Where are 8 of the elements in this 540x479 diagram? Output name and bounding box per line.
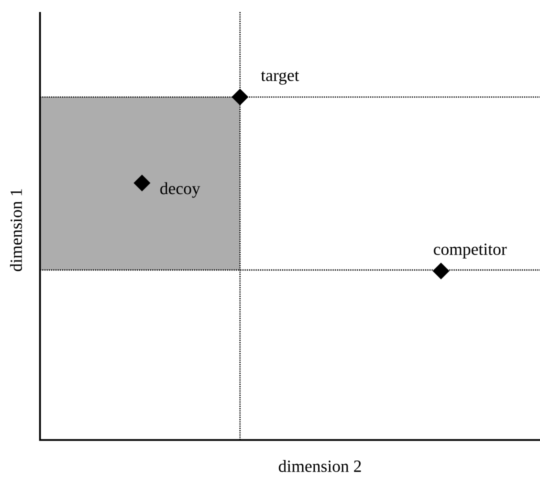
axis-label: dimension 2: [278, 460, 361, 472]
point-label: target: [260, 71, 300, 85]
point-label: competitor: [434, 244, 507, 258]
diamond-marker: [432, 262, 450, 280]
diamond-marker: [134, 174, 150, 192]
axis-label: dimension 1: [10, 189, 22, 272]
diamond-marker: [232, 88, 248, 106]
point-label: decoy: [160, 182, 200, 198]
